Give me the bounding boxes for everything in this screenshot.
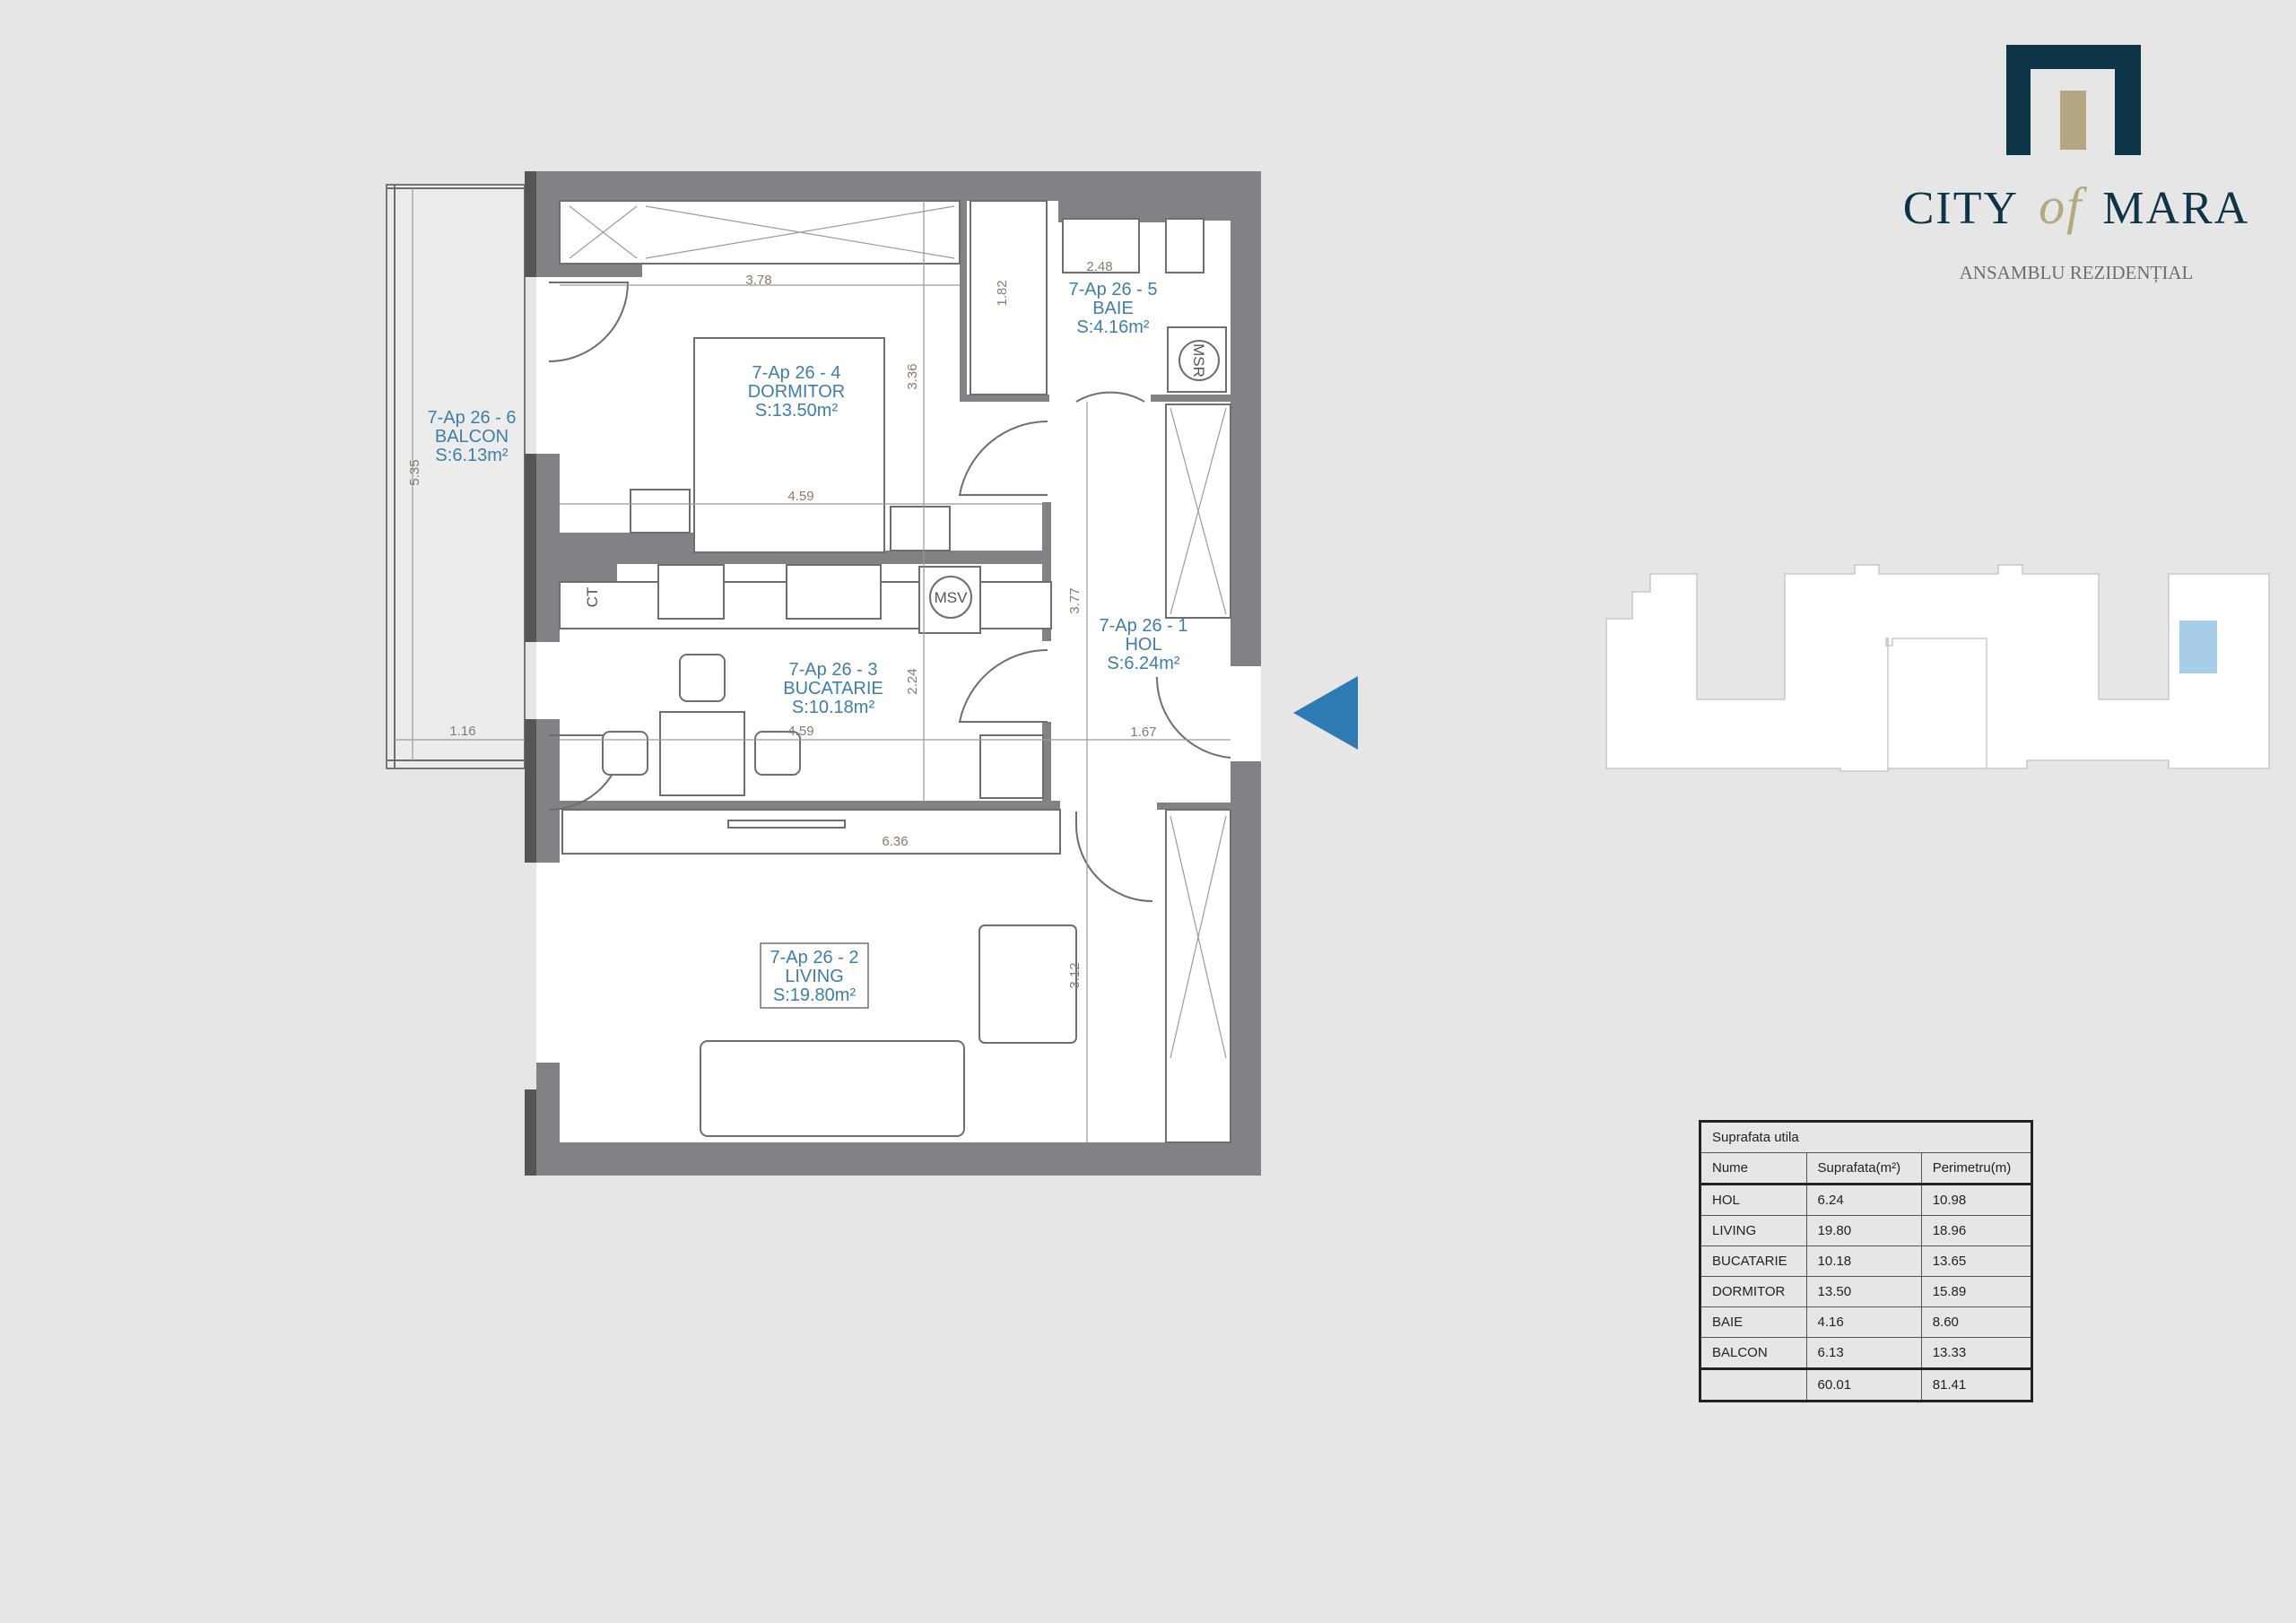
dimension-lines — [395, 188, 1231, 1142]
msv-label: MSV — [935, 589, 969, 606]
tv-unit — [561, 809, 1061, 855]
dimension-label: 4.59 — [787, 724, 813, 739]
wardrobe — [559, 200, 961, 265]
toilet — [1165, 218, 1205, 273]
interior-walls — [536, 201, 1231, 810]
dimension-label: 1.82 — [995, 280, 1010, 306]
svg-text:7-Ap 26 - 3: 7-Ap 26 - 3 — [789, 660, 878, 680]
area-table: Suprafata utila Nume Suprafata(m²) Perim… — [1699, 1120, 2033, 1402]
msr-label: MSR — [1190, 343, 1207, 378]
apartment-location-highlight — [2179, 621, 2217, 673]
dimension-label: 1.67 — [1130, 725, 1156, 740]
svg-text:LIVING: LIVING — [785, 967, 844, 986]
living-closet — [1165, 809, 1231, 1143]
svg-text:7-Ap 26 - 5: 7-Ap 26 - 5 — [1069, 280, 1158, 299]
room-label-dormitor: 7-Ap 26 - 4 DORMITOR S:13.50m² — [748, 363, 846, 421]
svg-text:S:4.16m²: S:4.16m² — [1076, 317, 1149, 337]
bathtub — [970, 200, 1048, 395]
dimension-labels: 3.78 3.36 2.48 1.82 5.35 4.59 3.77 2.24 … — [407, 259, 1157, 989]
site-plan-thumbnail — [1605, 564, 2270, 772]
sink — [1062, 218, 1140, 273]
table-title-row: Suprafata utila — [1700, 1121, 2032, 1153]
table-header-row: Nume Suprafata(m²) Perimetru(m) — [1700, 1152, 2033, 1185]
dimension-label: 2.24 — [905, 668, 920, 694]
svg-text:7-Ap 26 - 1: 7-Ap 26 - 1 — [1100, 616, 1188, 636]
dimension-label: 3.78 — [745, 273, 771, 288]
exterior-walls — [525, 171, 1261, 1176]
dimension-label: 1.16 — [449, 724, 475, 739]
dimension-label: 6.36 — [882, 834, 908, 849]
sofa — [700, 1040, 965, 1137]
armchair — [978, 924, 1077, 1044]
svg-text:7-Ap 26 - 4: 7-Ap 26 - 4 — [752, 363, 841, 383]
dining-table — [659, 711, 745, 796]
room-label-bucatarie: 7-Ap 26 - 3 BUCATARIE S:10.18m² — [783, 660, 883, 717]
svg-text:S:6.24m²: S:6.24m² — [1107, 654, 1179, 673]
balcony — [386, 184, 526, 769]
svg-text:S:13.50m²: S:13.50m² — [755, 401, 839, 421]
dimension-label: 2.48 — [1086, 259, 1112, 274]
brand-subtitle: ANSAMBLU REZIDENȚIAL — [1959, 262, 2194, 283]
svg-text:S:19.80m²: S:19.80m² — [773, 985, 857, 1005]
logo-icon — [2006, 45, 2141, 155]
table-title: Suprafata utila — [1700, 1121, 2032, 1153]
svg-text:S:6.13m²: S:6.13m² — [435, 446, 508, 465]
dimension-label: 4.59 — [787, 489, 813, 504]
svg-text:S:10.18m²: S:10.18m² — [792, 698, 875, 717]
room-label-living: 7-Ap 26 - 2 LIVING S:19.80m² — [760, 942, 869, 1009]
dimension-label: 3.77 — [1067, 587, 1083, 613]
room-label-baie: 7-Ap 26 - 5 BAIE S:4.16m² — [1069, 280, 1158, 337]
doors — [548, 282, 1231, 902]
svg-text:BALCON: BALCON — [435, 427, 509, 447]
dimension-label: 3.12 — [1067, 962, 1083, 988]
interior-floor — [536, 171, 1261, 1176]
room-label-hol: 7-Ap 26 - 1 HOL S:6.24m² — [1100, 616, 1188, 673]
svg-text:BAIE: BAIE — [1092, 299, 1134, 318]
dimension-label: 3.36 — [905, 363, 920, 389]
svg-text:BUCATARIE: BUCATARIE — [783, 679, 883, 699]
total-perimeter: 81.41 — [1920, 1367, 2033, 1402]
room-label-balcon: 7-Ap 26 - 6 BALCON S:6.13m² — [428, 408, 517, 465]
dimension-label: 5.35 — [407, 459, 422, 485]
total-area: 60.01 — [1805, 1367, 1922, 1402]
column-header: Suprafata(m²) — [1805, 1152, 1922, 1185]
ct-label: CT — [584, 587, 601, 608]
svg-text:7-Ap 26 - 6: 7-Ap 26 - 6 — [428, 408, 517, 428]
entrance-arrow-icon — [1293, 676, 1358, 750]
svg-text:DORMITOR: DORMITOR — [748, 382, 846, 402]
svg-text:HOL: HOL — [1125, 635, 1161, 655]
column-header: Nume — [1700, 1152, 1807, 1185]
svg-text:7-Ap 26 - 2: 7-Ap 26 - 2 — [770, 948, 859, 968]
column-header: Perimetru(m) — [1920, 1152, 2033, 1185]
furniture — [559, 200, 1231, 1143]
bed — [693, 337, 885, 553]
